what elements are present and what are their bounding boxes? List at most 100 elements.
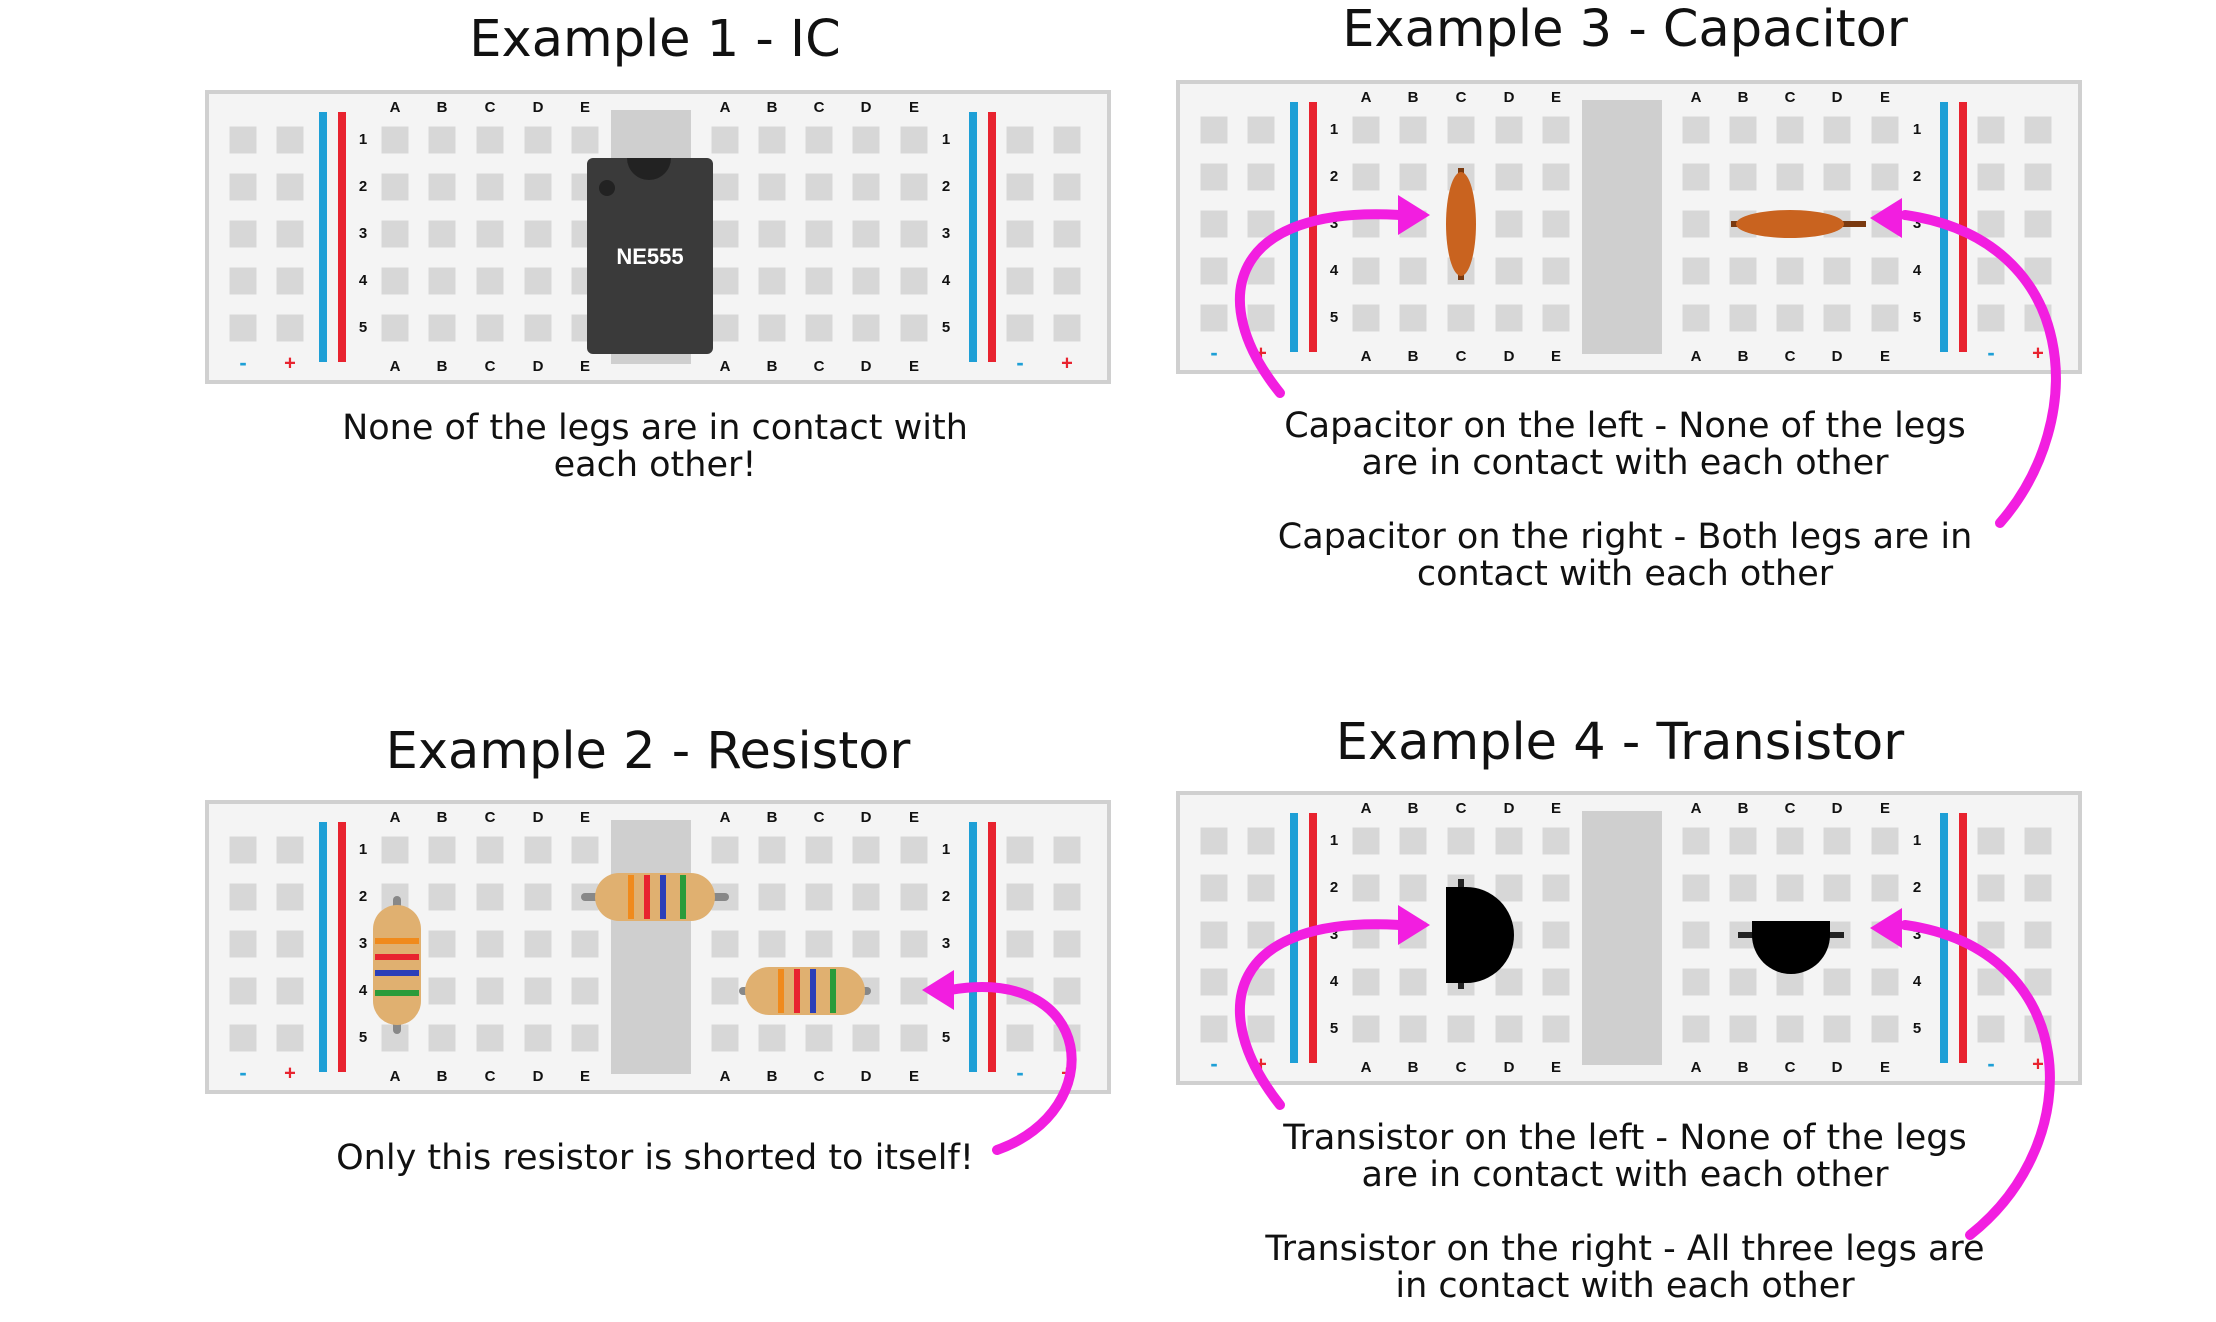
column-label: A <box>390 1068 401 1085</box>
breadboard-hole <box>428 267 456 295</box>
arrow-head <box>1398 195 1430 235</box>
column-label: B <box>767 99 778 116</box>
breadboard-hole <box>1200 304 1228 332</box>
breadboard-hole <box>1729 257 1757 285</box>
breadboard-hole <box>1200 210 1228 238</box>
row-label: 2 <box>1913 168 1921 185</box>
breadboard-hole <box>1247 827 1275 855</box>
breadboard-hole <box>1247 921 1275 949</box>
ic-ne555: NE555 <box>587 158 713 354</box>
breadboard-hole <box>1200 163 1228 191</box>
breadboard-hole <box>805 883 833 911</box>
column-label: D <box>1504 89 1515 106</box>
breadboard-hole <box>1447 304 1475 332</box>
capacitor-body <box>1736 210 1844 238</box>
breadboard-hole <box>805 836 833 864</box>
rail-plus-label: + <box>1061 352 1073 374</box>
breadboard-hole <box>1053 220 1081 248</box>
column-label: D <box>1504 800 1515 817</box>
row-label: 3 <box>942 225 950 242</box>
resistor-band <box>375 938 419 944</box>
column-label: C <box>485 809 496 826</box>
row-label: 4 <box>359 272 368 289</box>
column-label: E <box>909 99 919 116</box>
rail-plus-label: + <box>2032 342 2044 364</box>
breadboard-hole <box>381 836 409 864</box>
center-channel <box>1582 100 1662 354</box>
breadboard-hole <box>1495 210 1523 238</box>
column-label: D <box>861 1068 872 1085</box>
breadboard-hole <box>1682 257 1710 285</box>
row-label: 5 <box>359 1029 367 1046</box>
breadboard-hole <box>381 220 409 248</box>
arrow-head <box>1870 908 1902 948</box>
panel-title-example-4: Example 4 - Transistor <box>1335 713 1905 772</box>
breadboard-hole <box>1871 304 1899 332</box>
breadboard-hole <box>900 883 928 911</box>
panel-title-example-2: Example 2 - Resistor <box>385 722 911 781</box>
column-label: E <box>909 358 919 375</box>
row-label: 3 <box>1913 215 1921 232</box>
breadboard-hole <box>1200 827 1228 855</box>
breadboard-hole <box>1823 304 1851 332</box>
breadboard-hole <box>276 977 304 1005</box>
breadboard-hole <box>1871 1015 1899 1043</box>
caption-example-3-left: Capacitor on the left - None of the legs… <box>1284 406 1966 483</box>
breadboard-hole <box>571 836 599 864</box>
column-label: E <box>580 809 590 826</box>
breadboard-hole <box>1823 874 1851 902</box>
breadboard-hole <box>711 977 739 1005</box>
breadboard-hole <box>852 930 880 958</box>
breadboard-hole <box>1200 1015 1228 1043</box>
breadboard-hole <box>571 930 599 958</box>
breadboard-hole <box>1006 267 1034 295</box>
breadboard-hole <box>1977 827 2005 855</box>
breadboard-hole <box>381 314 409 342</box>
breadboard-hole <box>1495 1015 1523 1043</box>
row-label: 2 <box>359 178 367 195</box>
breadboard-hole <box>852 1024 880 1052</box>
breadboard-hole <box>476 1024 504 1052</box>
breadboard-hole <box>524 977 552 1005</box>
column-label: D <box>533 1068 544 1085</box>
row-label: 4 <box>359 982 368 999</box>
breadboard-hole <box>276 1024 304 1052</box>
ic-label: NE555 <box>616 244 683 269</box>
breadboard-hole <box>1399 874 1427 902</box>
breadboard-hole <box>1200 116 1228 144</box>
column-label: E <box>1551 1059 1561 1076</box>
breadboard-hole <box>1977 163 2005 191</box>
breadboard-hole <box>1352 827 1380 855</box>
breadboard-hole <box>1495 116 1523 144</box>
row-label: 1 <box>1330 832 1338 849</box>
breadboard-hole <box>1871 163 1899 191</box>
breadboard-hole <box>1823 968 1851 996</box>
rail-minus-label: - <box>1987 1051 1994 1076</box>
breadboard-hole <box>1542 921 1570 949</box>
arrow-capacitor-right <box>1870 198 2061 528</box>
breadboard-hole <box>1542 210 1570 238</box>
transistor-body <box>1752 921 1830 974</box>
breadboard-hole <box>1729 874 1757 902</box>
breadboard-hole <box>1399 163 1427 191</box>
resistor-shorted <box>739 967 871 1015</box>
breadboard-hole <box>1977 921 2005 949</box>
column-label: C <box>1456 800 1467 817</box>
arrow-head <box>922 970 954 1010</box>
column-label: C <box>485 358 496 375</box>
arrow-transistor-right <box>1870 908 2055 1240</box>
breadboard-hole <box>1006 836 1034 864</box>
row-label: 2 <box>1913 879 1921 896</box>
breadboard-hole <box>381 126 409 154</box>
column-label: E <box>1551 348 1561 365</box>
column-label: A <box>390 358 401 375</box>
breadboard-hole <box>476 173 504 201</box>
breadboard-hole <box>805 220 833 248</box>
resistor-band <box>375 954 419 960</box>
breadboard-hole <box>711 1024 739 1052</box>
breadboard-hole <box>1682 163 1710 191</box>
column-label: B <box>1408 348 1419 365</box>
breadboard-hole <box>1200 921 1228 949</box>
